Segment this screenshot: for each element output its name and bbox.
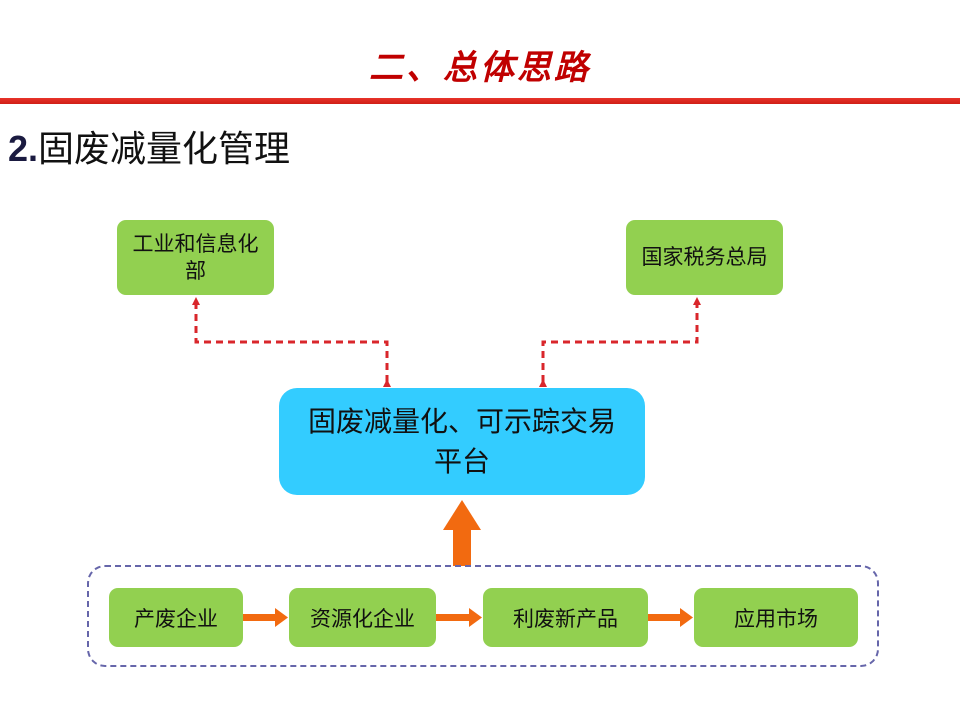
section-title: 固废减量化管理 (38, 129, 291, 170)
ministry-node: 工业和信息化部 (117, 220, 274, 295)
chain-arrow-3 (648, 608, 693, 627)
tax-bureau-node: 国家税务总局 (626, 220, 783, 295)
chain-arrow-2 (436, 608, 482, 627)
dashed-arrow-to-tax-bureau (539, 297, 701, 387)
title-rule (0, 98, 960, 104)
section-heading: 2.固废减量化管理 (8, 124, 290, 174)
upward-arrow (443, 500, 481, 566)
chain-node-new-product: 利废新产品 (483, 588, 648, 647)
chain-node-waste-producer: 产废企业 (109, 588, 243, 647)
section-number: 2. (8, 128, 39, 169)
platform-node: 固废减量化、可示踪交易平台 (279, 388, 645, 495)
value-chain-frame (87, 565, 879, 667)
dashed-arrow-to-ministry (192, 297, 391, 387)
slide-title: 二、总体思路 (369, 48, 591, 88)
chain-arrow-1 (243, 608, 288, 627)
chain-node-recycling-enterprise: 资源化企业 (289, 588, 436, 647)
chain-node-application-market: 应用市场 (694, 588, 858, 647)
